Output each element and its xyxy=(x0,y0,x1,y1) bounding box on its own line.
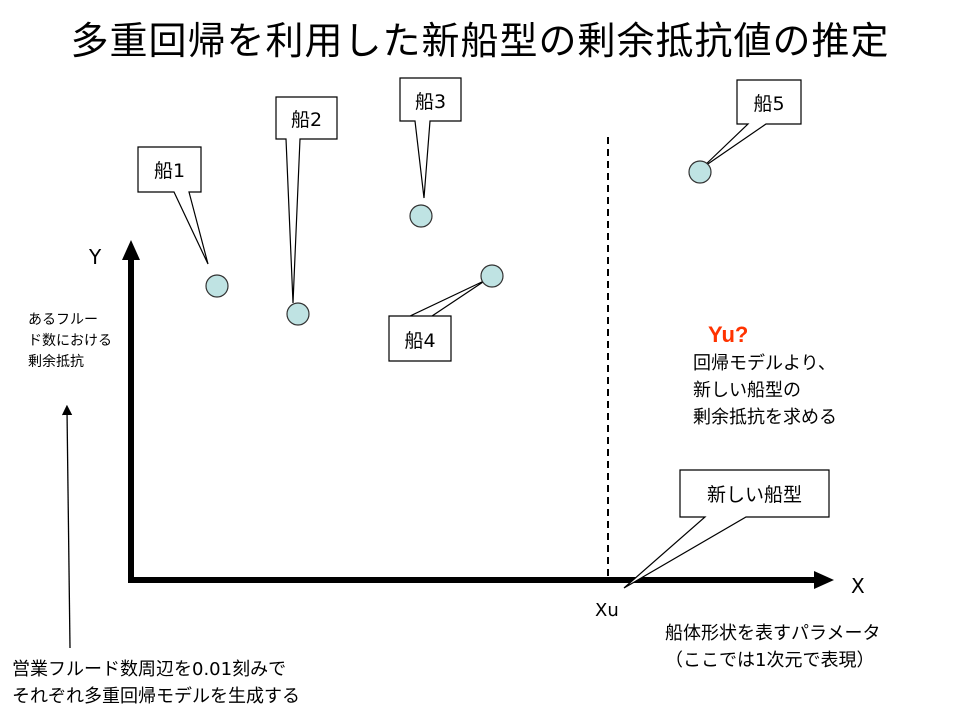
x-axis-label: X xyxy=(851,574,865,598)
new-ship-label: 新しい船型 xyxy=(706,484,802,506)
ship-5-point xyxy=(688,160,712,184)
ship-3-label: 船3 xyxy=(414,91,447,113)
x-axis-description: 船体形状を表すパラメータ （ここでは1次元で表現） xyxy=(665,623,881,671)
y-axis-description: あるフルー ド数における 剰余抵抗 xyxy=(28,312,112,370)
callout-ship-3 xyxy=(399,77,462,199)
ship-4-label: 船4 xyxy=(404,330,436,352)
xu-label: Xu xyxy=(595,600,619,621)
callout-ship-5 xyxy=(701,79,802,169)
callout-ship-2 xyxy=(275,96,338,304)
callout-ship-4 xyxy=(388,279,487,362)
bottom-note: 営業フルード数周辺を0.01刻みで それぞれ多重回帰モデルを生成する xyxy=(12,659,300,707)
ship-1-label: 船1 xyxy=(153,160,186,182)
ship-1-point xyxy=(205,274,229,298)
ship-2-point xyxy=(286,302,310,326)
page-title: 多重回帰を利用した新船型の剰余抵抗値の推定 xyxy=(70,19,890,63)
yu-unknown-label: Yu? xyxy=(708,322,749,347)
note-arrow xyxy=(61,404,73,649)
callout-new-ship xyxy=(623,469,830,589)
ship-4-point xyxy=(480,264,504,288)
regression-explanation: 回帰モデルより、 新しい船型の 剰余抵抗を求める xyxy=(693,353,837,428)
y-axis-arrowhead xyxy=(122,240,140,260)
ship-3-point xyxy=(409,204,433,228)
x-axis-arrowhead xyxy=(814,571,834,589)
y-axis-label: Y xyxy=(89,245,102,269)
ship-5-label: 船5 xyxy=(753,93,785,115)
callout-ship-1 xyxy=(137,146,209,265)
ship-2-label: 船2 xyxy=(290,109,323,131)
